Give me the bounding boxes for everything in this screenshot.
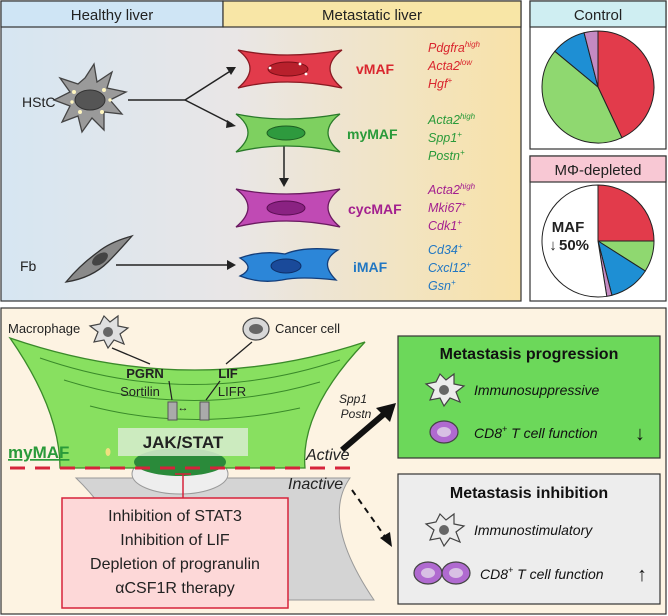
hstc-cell-icon bbox=[52, 62, 128, 134]
fiber-line bbox=[39, 357, 341, 385]
cycmaf-label: cycMAF bbox=[348, 201, 402, 217]
marker-text: Acta2high bbox=[427, 112, 476, 127]
active-label: Active bbox=[305, 447, 350, 464]
active-arrowhead bbox=[376, 403, 396, 422]
mymaf-cell-shape bbox=[8, 336, 366, 469]
macrophage-arrow bbox=[111, 347, 151, 365]
up-arrow-icon: ↑ bbox=[637, 564, 647, 586]
jakstat-box bbox=[118, 428, 248, 456]
active-arrow bbox=[340, 411, 386, 453]
metastatic-header bbox=[222, 0, 522, 28]
control-pie-chart bbox=[541, 30, 655, 144]
hstc-arrows bbox=[116, 69, 285, 266]
lif-arrow bbox=[205, 380, 221, 401]
pie-slice bbox=[597, 30, 655, 139]
sortilin-receptor bbox=[167, 401, 178, 421]
control-header bbox=[529, 0, 667, 28]
macrophage-icon bbox=[88, 314, 130, 350]
marker-text: Cdk1+ bbox=[428, 218, 462, 233]
down-arrow-icon: ↓ bbox=[635, 423, 645, 445]
macrophage-label: Macrophage bbox=[8, 321, 80, 336]
down-arrow-icon: ↓ bbox=[549, 237, 557, 254]
immunostimulatory-label: Immunostimulatory bbox=[474, 522, 593, 538]
cd8-function-label: CD8+ T cell function bbox=[474, 424, 598, 441]
pgrn-label: PGRN bbox=[126, 366, 164, 381]
lifr-label: LIFR bbox=[218, 384, 246, 399]
healthy-liver-label: Healthy liver bbox=[71, 7, 154, 24]
sortilin-label: Sortilin bbox=[120, 384, 160, 399]
spp1-label: Spp1 bbox=[339, 392, 367, 406]
pgrn-arrow bbox=[168, 380, 173, 401]
inhibition-result-box bbox=[397, 473, 661, 605]
inhibition-item: αCSF1R therapy bbox=[115, 580, 235, 597]
mymaf-cell-icon bbox=[235, 113, 341, 153]
macrophage-icon bbox=[424, 372, 466, 408]
marker-text: Cd34+ bbox=[428, 242, 463, 257]
t-cell-icon bbox=[429, 420, 459, 444]
cd8-function-label: CD8+ T cell function bbox=[480, 565, 604, 582]
marker-text: Cxcl12+ bbox=[428, 260, 471, 275]
marker-text: Mki67+ bbox=[428, 200, 466, 215]
vmaf-label: vMAF bbox=[356, 61, 395, 77]
lipid-droplet bbox=[105, 448, 111, 456]
inhibition-box bbox=[61, 497, 289, 609]
arrowheads bbox=[226, 67, 289, 270]
inhibition-item: Inhibition of STAT3 bbox=[108, 508, 242, 525]
progression-title: Metastasis progression bbox=[440, 346, 619, 363]
lifr-receptor bbox=[199, 401, 210, 421]
postn-label: Postn bbox=[341, 407, 372, 421]
marker-text: Spp1+ bbox=[428, 130, 462, 145]
mymaf-label: myMAF bbox=[347, 126, 398, 142]
fiber-line bbox=[63, 379, 321, 401]
marker-text: Pdgfrahigh bbox=[428, 40, 481, 55]
jakstat-label: JAK/STAT bbox=[143, 433, 224, 452]
cancer-cell-icon bbox=[242, 317, 270, 341]
healthy-header bbox=[0, 0, 224, 28]
cancer-arrow bbox=[225, 341, 253, 365]
maf-reduction-title: MAF bbox=[552, 219, 585, 236]
top-panel bbox=[0, 0, 522, 302]
fb-label: Fb bbox=[20, 258, 37, 274]
marker-text: Postn+ bbox=[428, 148, 465, 163]
marker-text: Acta2low bbox=[427, 58, 473, 73]
control-label: Control bbox=[574, 7, 622, 24]
pie-slice bbox=[541, 50, 623, 144]
marker-text: Hgf+ bbox=[428, 76, 452, 91]
macrophage-icon bbox=[424, 512, 466, 548]
immunosuppressive-label: Immunosuppressive bbox=[474, 382, 599, 398]
metastatic-liver-label: Metastatic liver bbox=[322, 7, 422, 24]
mymaf-bottom-label: myMAF bbox=[8, 443, 69, 462]
imaf-cell-icon bbox=[238, 248, 340, 282]
pie-slice bbox=[597, 184, 655, 242]
fiber-line bbox=[89, 405, 301, 421]
fb-cell-icon bbox=[64, 234, 134, 283]
inactive-label: Inactive bbox=[288, 476, 343, 493]
inhibition-item: Depletion of progranulin bbox=[90, 556, 260, 573]
imaf-label: iMAF bbox=[353, 259, 388, 275]
hstc-label: HStC bbox=[22, 94, 55, 110]
lif-label: LIF bbox=[218, 366, 238, 381]
pie-slice bbox=[583, 30, 599, 88]
depleted-pie-chart bbox=[541, 184, 655, 298]
double-arrow-icon: ↔ bbox=[178, 402, 189, 414]
cycmaf-cell-icon bbox=[235, 188, 341, 228]
inactive-arrowhead bbox=[380, 532, 392, 547]
inhibition-title: Metastasis inhibition bbox=[450, 485, 608, 502]
vmaf-cell-icon bbox=[237, 49, 343, 89]
marker-text: Acta2high bbox=[427, 182, 476, 197]
pie-slice bbox=[541, 184, 608, 298]
cancer-cell-label: Cancer cell bbox=[275, 321, 340, 336]
marker-text: Gsn+ bbox=[428, 278, 456, 293]
inhibition-item: Inhibition of LIF bbox=[120, 532, 230, 549]
depleted-header bbox=[529, 155, 667, 183]
maf-reduction-value: 50% bbox=[559, 237, 589, 254]
depleted-label: MΦ-depleted bbox=[554, 162, 641, 179]
t-cell-pair-icon bbox=[413, 561, 471, 585]
inactive-arrow bbox=[351, 489, 387, 539]
marker-lists: Pdgfrahigh Acta2low Hgf+ Acta2high Spp1+… bbox=[427, 40, 481, 293]
